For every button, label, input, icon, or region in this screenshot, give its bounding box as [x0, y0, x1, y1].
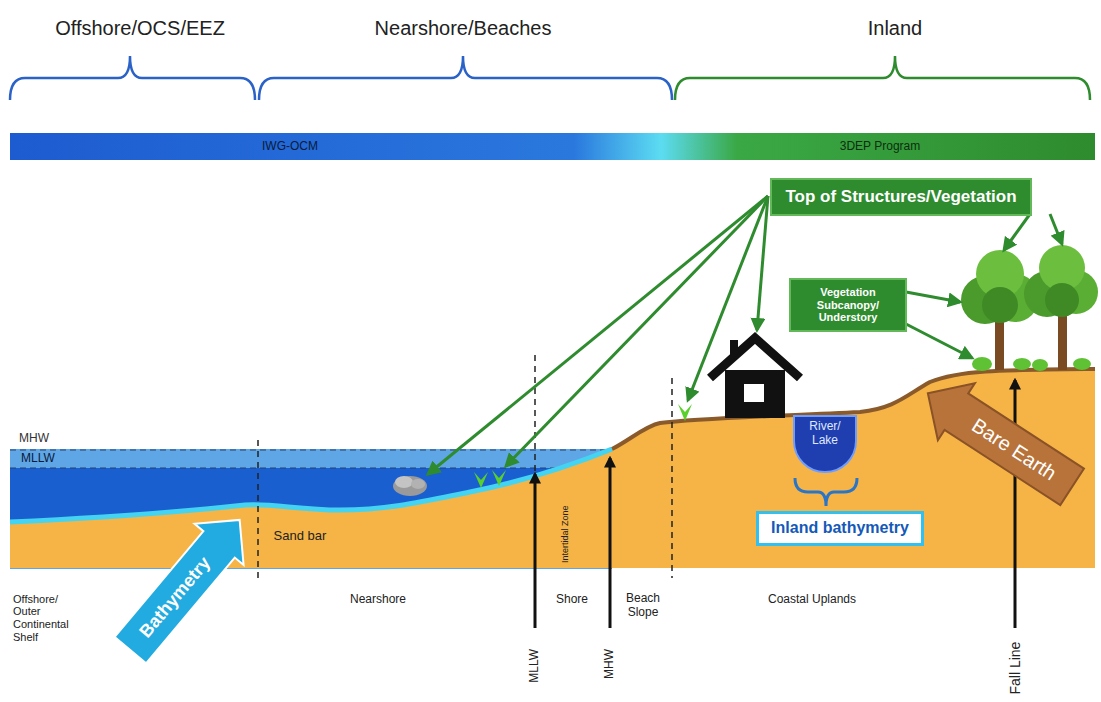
category-box: Top of Structures/Vegetation [770, 178, 1032, 216]
zone-heading: Offshore/OCS/EEZ [55, 17, 225, 40]
zone-braces [10, 56, 1090, 100]
river-shape: River/ Lake [794, 414, 856, 472]
zone-heading: Nearshore/Beaches [375, 17, 552, 40]
inland-brace [675, 56, 1090, 100]
offshore-brace [10, 56, 255, 100]
understory-shrubs [972, 357, 1091, 371]
rock [393, 476, 427, 496]
category-box: Vegetation Subcanopy/ Understory [789, 278, 907, 332]
node-text: Vegetation Subcanopy/ Understory [798, 286, 898, 324]
node-text: River/ Lake [797, 420, 853, 448]
zone-label: Nearshore [350, 593, 406, 607]
zone-heading: Inland [868, 17, 923, 40]
feature-label: Sand bar [274, 529, 327, 544]
category-box: Inland bathymetry [756, 511, 924, 546]
program-bar [10, 133, 1095, 160]
nearshore-brace [259, 56, 672, 100]
tide-level: MLLW [21, 452, 55, 466]
boundary-label: Fall Line [1007, 642, 1023, 695]
datum-label: MLLW [528, 649, 542, 683]
program-name: IWG-OCM [262, 140, 318, 154]
mllw-line [10, 468, 580, 469]
arrow-body [909, 365, 1090, 516]
datum-label: MHW [603, 649, 617, 679]
trees [961, 245, 1098, 370]
sea-grass [474, 404, 692, 488]
node-text: Top of Structures/Vegetation [785, 187, 1016, 207]
zone-label: Intertidal Zone [560, 505, 570, 563]
river-body [794, 416, 856, 472]
zone-label: Shore [556, 593, 588, 607]
program-name: 3DEP Program [840, 140, 920, 154]
house [710, 338, 800, 418]
zone-label: Coastal Uplands [768, 593, 856, 607]
river-brace [795, 478, 857, 506]
node-text: Inland bathymetry [771, 519, 909, 537]
seabed-surface [10, 449, 612, 522]
tide-level: MHW [19, 432, 49, 446]
zone-label: Beach Slope [617, 592, 669, 620]
zone-label: Offshore/ Outer Continental Shelf [13, 593, 87, 644]
arrow-body [106, 499, 264, 670]
